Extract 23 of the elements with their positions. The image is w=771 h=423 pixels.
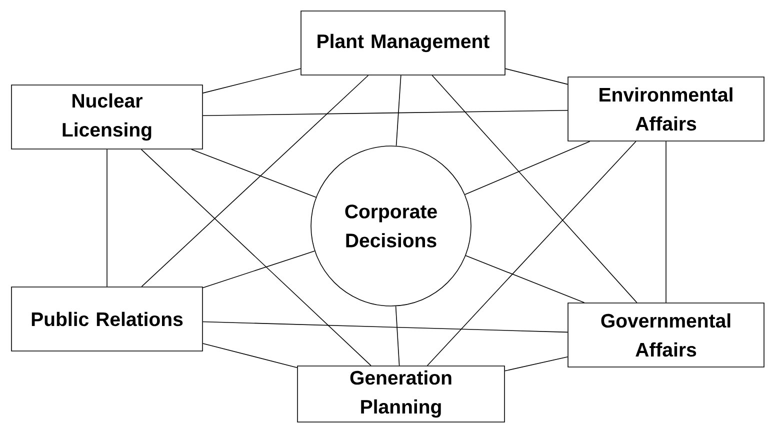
connector-line xyxy=(464,141,590,195)
connector-line xyxy=(140,149,372,366)
process-box: Governmental Affairs xyxy=(568,302,764,368)
connector-line xyxy=(191,149,316,198)
process-box: Plant Management xyxy=(300,10,506,76)
process-box: Environmental Affairs xyxy=(568,76,764,142)
connector-line xyxy=(396,75,402,146)
connector-line xyxy=(202,110,568,116)
connector-line xyxy=(141,75,369,287)
connector-line xyxy=(504,356,568,372)
connector-line xyxy=(395,306,400,366)
connector-line xyxy=(202,68,301,94)
connector-line xyxy=(106,149,108,287)
connector-line xyxy=(202,321,568,333)
process-box: Nuclear Licensing xyxy=(11,84,203,150)
connector-line xyxy=(505,68,568,85)
process-box: Generation Planning xyxy=(297,366,505,422)
connector-line xyxy=(202,250,316,288)
process-box: Public Relations xyxy=(11,286,203,352)
connector-line xyxy=(202,343,298,368)
connector-line xyxy=(465,255,585,303)
connector-line xyxy=(426,141,636,366)
connector-line xyxy=(432,75,638,303)
